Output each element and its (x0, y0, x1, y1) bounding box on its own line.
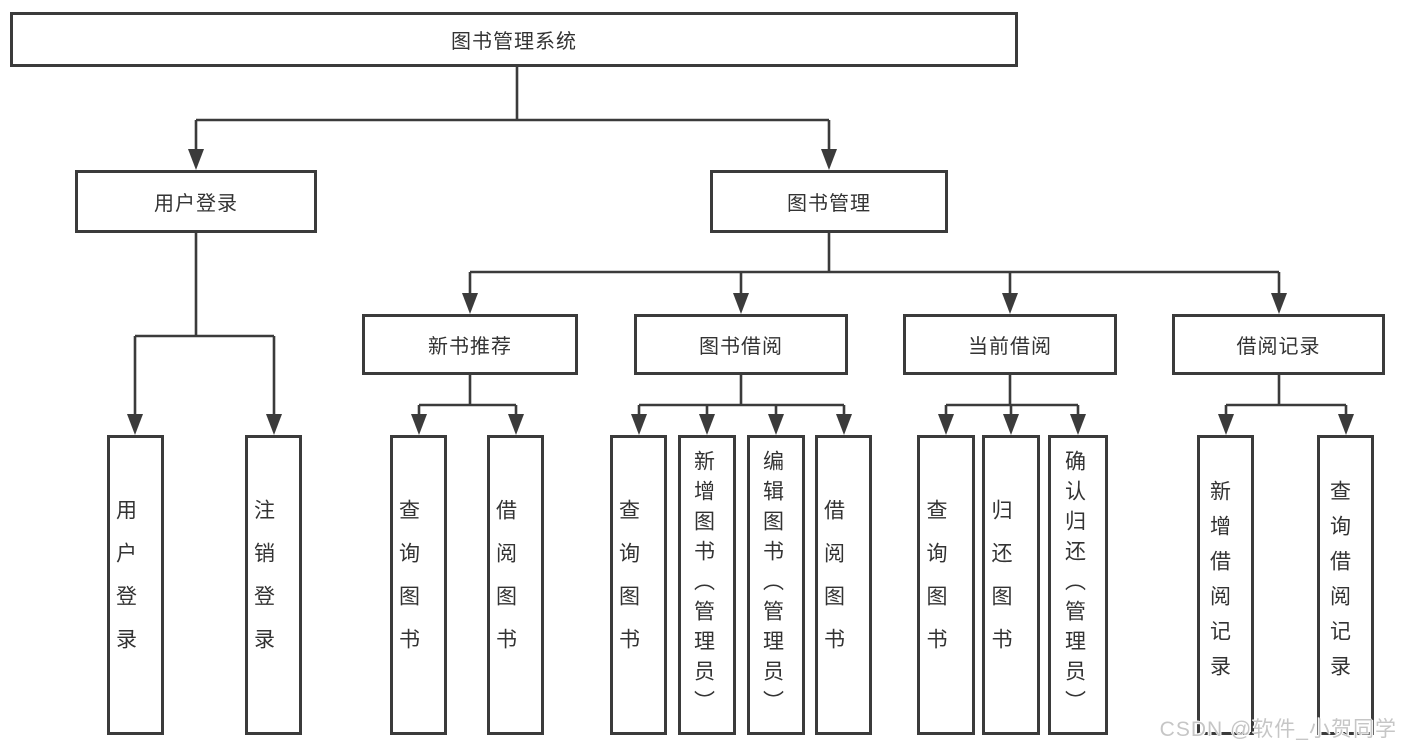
connector-records-to-leaves (1224, 375, 1348, 431)
node-label: 借阅记录 (1236, 336, 1321, 358)
leaf-user-login: 用户登录 (107, 435, 164, 735)
arrowhead (266, 414, 282, 435)
node-new-book-recommend: 新书推荐 (362, 314, 578, 375)
arrowhead (1070, 414, 1086, 435)
leaf-query-books-recommend: 查询图书 (390, 435, 447, 735)
leaf-borrow-books: 借阅图书 (815, 435, 872, 735)
arrowhead (411, 414, 427, 435)
leaf-add-books-admin: 新增图书（管理员） (678, 435, 736, 735)
leaf-query-books-borrow: 查询图书 (610, 435, 667, 735)
arrowhead (821, 149, 837, 170)
leaf-edit-books-admin: 编辑图书（管理员） (747, 435, 805, 735)
connector-recommend-to-leaves (417, 375, 518, 431)
leaf-label: 新增借阅记录 (1207, 480, 1231, 690)
leaf-label: 查询图书 (396, 499, 420, 671)
leaf-label: 查询图书 (616, 499, 640, 671)
leaf-label: 注销登录 (251, 499, 275, 671)
connector-borrow-to-leaves (637, 375, 846, 431)
leaf-borrow-books-recommend: 借阅图书 (487, 435, 544, 735)
leaf-label: 查询借阅记录 (1327, 480, 1351, 690)
arrowhead (938, 414, 954, 435)
node-borrow-records: 借阅记录 (1172, 314, 1385, 375)
leaf-label: 查询图书 (924, 499, 947, 671)
arrowhead (1271, 293, 1287, 314)
node-label: 用户登录 (154, 193, 238, 215)
arrowhead (1218, 414, 1234, 435)
node-user-login: 用户登录 (75, 170, 317, 233)
arrowhead (127, 414, 143, 435)
arrowhead (733, 293, 749, 314)
arrowhead (1002, 293, 1018, 314)
connector-mgmt-to-level3 (468, 233, 1281, 310)
leaf-label: 新增图书（管理员） (691, 450, 715, 720)
arrowhead (508, 414, 524, 435)
node-label: 图书借阅 (699, 336, 783, 358)
leaf-label: 借阅图书 (821, 499, 845, 671)
node-book-management: 图书管理 (710, 170, 948, 233)
arrowhead (631, 414, 647, 435)
node-label: 图书管理系统 (451, 31, 577, 53)
leaf-label: 借阅图书 (493, 499, 517, 671)
arrowhead (699, 414, 715, 435)
arrowhead (768, 414, 784, 435)
node-book-borrow: 图书借阅 (634, 314, 848, 375)
node-library-management-system: 图书管理系统 (10, 12, 1018, 67)
connector-login-to-leaves (133, 233, 276, 431)
node-label: 图书管理 (787, 193, 871, 215)
node-current-borrow: 当前借阅 (903, 314, 1117, 375)
arrowhead (1003, 414, 1019, 435)
node-label: 当前借阅 (968, 336, 1052, 358)
leaf-add-borrow-record: 新增借阅记录 (1197, 435, 1254, 735)
arrowhead (188, 149, 204, 170)
leaf-return-books: 归还图书 (982, 435, 1040, 735)
leaf-query-books-current: 查询图书 (917, 435, 975, 735)
leaf-label: 编辑图书（管理员） (760, 450, 784, 720)
arrowhead (462, 293, 478, 314)
leaf-label: 用户登录 (113, 499, 137, 671)
leaf-confirm-return-admin: 确认归还（管理员） (1048, 435, 1108, 735)
connector-root-to-level2 (194, 66, 831, 166)
leaf-query-borrow-record: 查询借阅记录 (1317, 435, 1374, 735)
leaf-logout: 注销登录 (245, 435, 302, 735)
leaf-label: 归还图书 (989, 499, 1012, 671)
node-label: 新书推荐 (428, 336, 512, 358)
leaf-label: 确认归还（管理员） (1062, 450, 1086, 720)
arrowhead (1338, 414, 1354, 435)
arrowhead (836, 414, 852, 435)
